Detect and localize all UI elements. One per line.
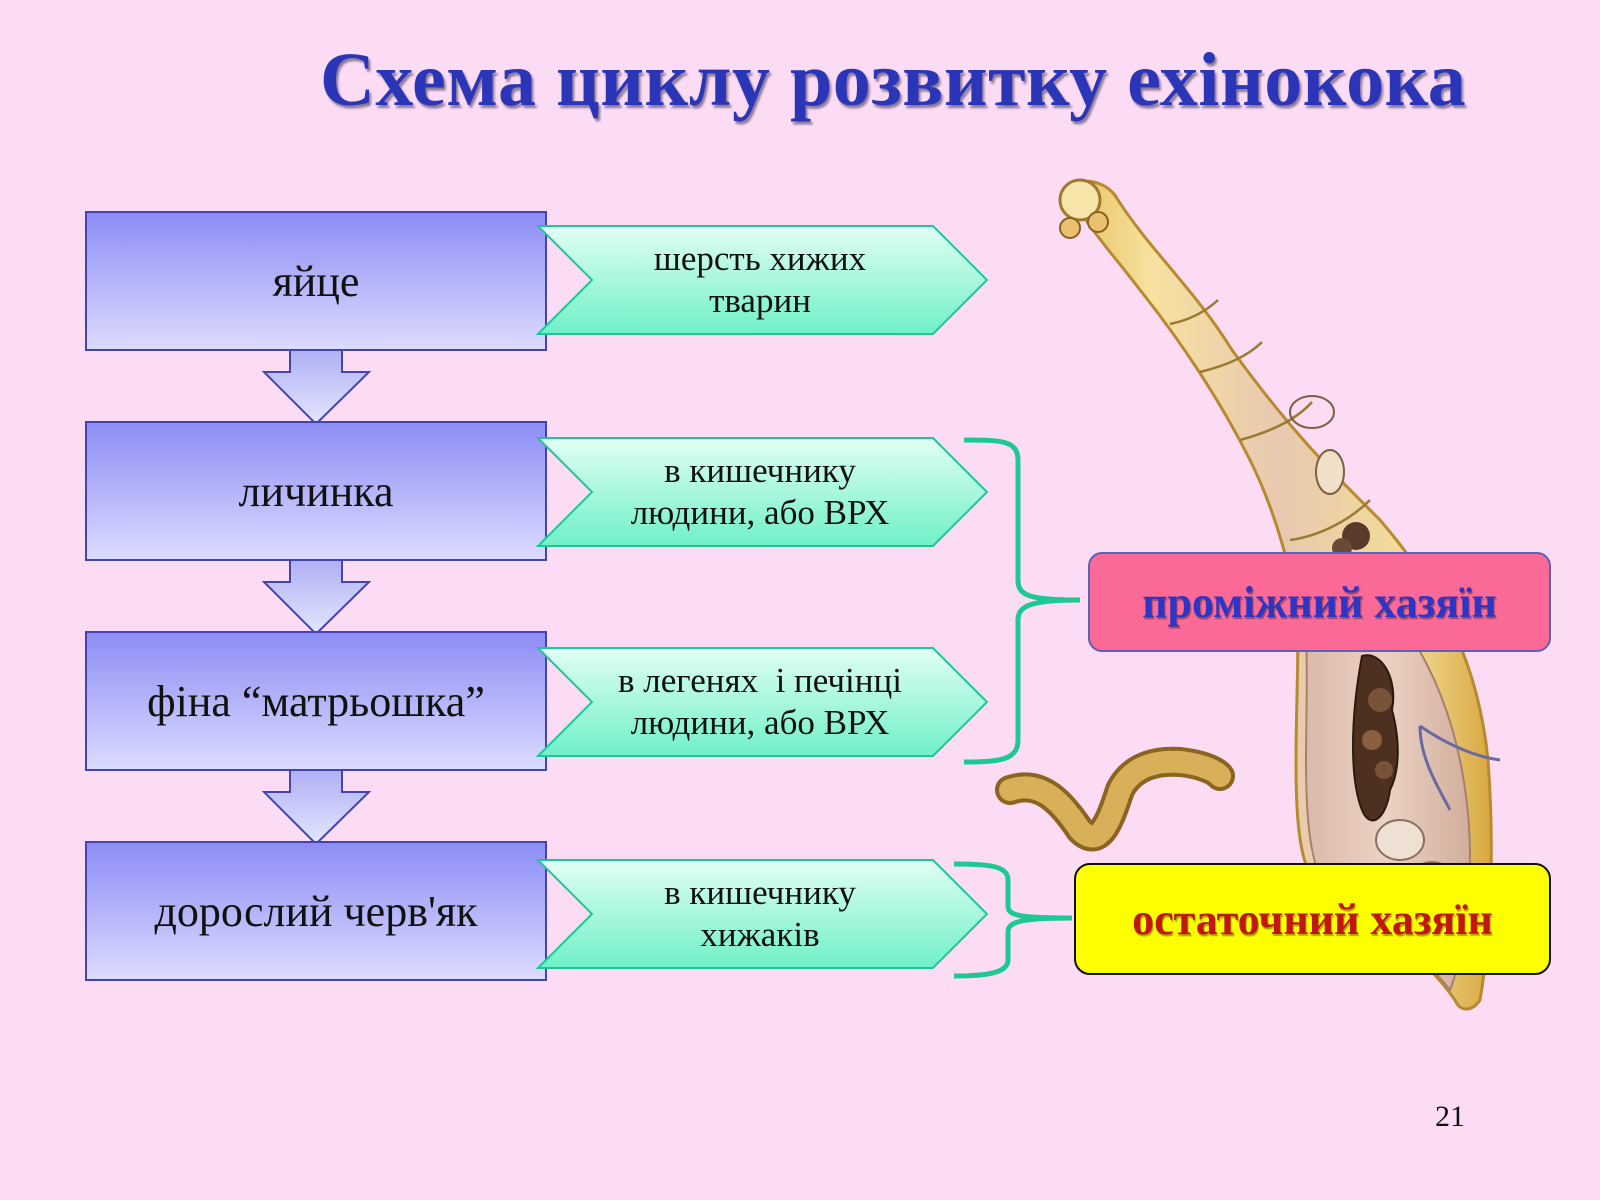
final-host-box: остаточний хазяїн: [1074, 863, 1551, 975]
location-arrows: [535, 225, 989, 969]
worm-organ: [1315, 449, 1345, 495]
stage-box-larva: [85, 421, 547, 561]
location-line: шерсть хижих: [653, 239, 867, 278]
location-arrow-egg: [535, 225, 989, 335]
stage-box-adult: [85, 841, 547, 981]
brackets: [953, 437, 1081, 979]
stage-label-larva: личинка: [238, 466, 394, 516]
stage-label-egg: яйце: [272, 256, 360, 306]
page-number: 21: [1435, 1100, 1465, 1133]
stage-label-cyst: фіна “матрьошка”: [147, 676, 485, 726]
location-label-egg: шерсть хижих тварин: [570, 226, 950, 334]
location-line: в кишечнику: [664, 451, 856, 490]
location-line: хижаків: [700, 915, 820, 954]
worm-organ: [1375, 819, 1425, 861]
egg-cluster: [1375, 761, 1393, 779]
egg-cluster: [1368, 688, 1392, 712]
final-host-bracket: [953, 861, 1073, 979]
sucker: [1059, 217, 1081, 239]
intermediate-host-box: проміжний хазяїн: [1088, 552, 1551, 652]
location-arrow-adult: [535, 859, 989, 969]
stage-boxes: [85, 211, 547, 981]
down-arrow: [261, 349, 372, 426]
slide-title: Схема циклу розвитку ехінокока: [320, 38, 1467, 122]
egg-cluster: [1362, 730, 1382, 750]
location-line: людини, або ВРХ: [630, 703, 890, 742]
location-line: людини, або ВРХ: [630, 493, 890, 532]
intermediate-host-bracket: [963, 437, 1081, 765]
segment-line: [1199, 341, 1263, 374]
stage-box-cyst: [85, 631, 547, 771]
location-arrow-larva: [535, 437, 989, 547]
worm-duct: [1418, 724, 1501, 811]
sucker: [1087, 211, 1109, 233]
worm-organ: [1289, 395, 1335, 429]
location-arrow-cyst: [535, 647, 989, 757]
location-line: тварин: [709, 281, 811, 320]
location-label-larva: в кишечнику людини, або ВРХ: [570, 438, 950, 546]
down-arrow: [261, 769, 372, 846]
worm-segment-chain: [999, 750, 1231, 848]
location-line: в кишечнику: [664, 873, 856, 912]
segment-line: [1169, 299, 1219, 326]
segment-line: [1239, 401, 1313, 442]
segment-line: [1289, 499, 1371, 542]
stage-label-adult: дорослий черв'як: [154, 886, 478, 936]
down-arrow: [261, 559, 372, 636]
location-label-adult: в кишечнику хижаків: [570, 860, 950, 968]
location-line: в легенях і печінці: [618, 661, 902, 700]
location-label-cyst: в легенях і печінці людини, або ВРХ: [570, 648, 950, 756]
worm-scolex: [1058, 178, 1102, 222]
stage-box-egg: [85, 211, 547, 351]
flow-arrows: [261, 349, 372, 846]
